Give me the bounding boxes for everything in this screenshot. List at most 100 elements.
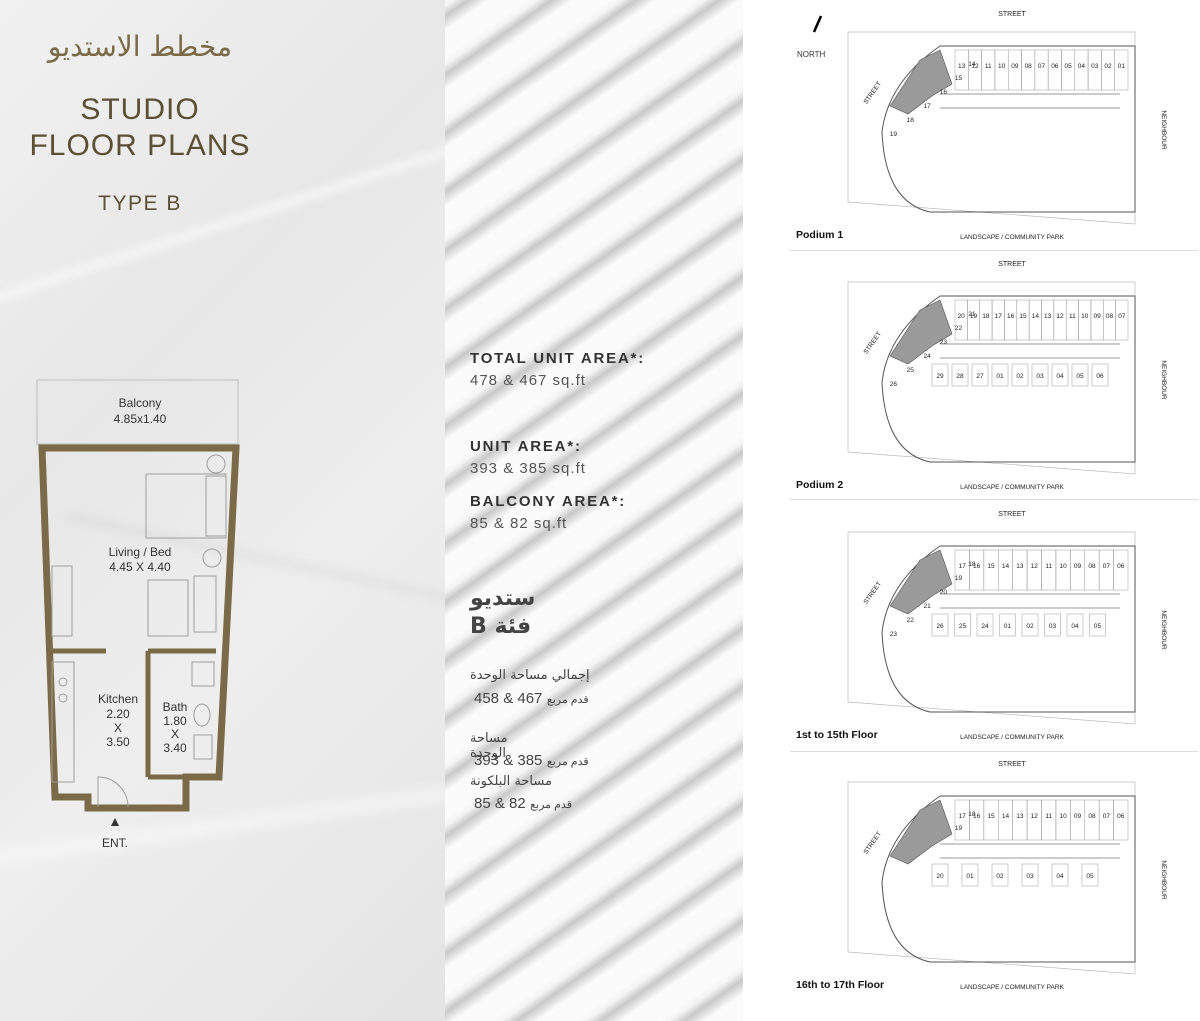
- street-label: STREET: [863, 331, 883, 356]
- unit-number: 10: [1060, 813, 1068, 820]
- unit-cell: [1115, 299, 1129, 341]
- unit-cell: [994, 49, 1009, 91]
- building-outline: [881, 295, 1136, 463]
- unit-number: 03: [1026, 873, 1034, 880]
- table: [147, 579, 189, 637]
- unit-cell: [1098, 799, 1114, 841]
- unit-number: 16: [973, 563, 981, 570]
- unit-cell: [1041, 549, 1057, 591]
- unit-cell: [1044, 613, 1061, 637]
- unit-number: 13: [1016, 813, 1024, 820]
- unit-cell: [1028, 299, 1042, 341]
- unit-number: 19: [890, 131, 898, 138]
- unit-cell: [951, 363, 969, 387]
- unit-number: 13: [1016, 563, 1024, 570]
- park-label: LANDSCAPE / COMMUNITY PARK: [960, 484, 1064, 491]
- unit-number: 01: [966, 873, 974, 880]
- unit-number: 14: [1002, 813, 1010, 820]
- corridor: [940, 843, 1120, 859]
- unit-number: 04: [1056, 873, 1064, 880]
- kitchen-dim-2: 3.50: [106, 735, 130, 749]
- balcony-area-value: 85 & 82 sq.ft: [470, 515, 568, 532]
- unit-number: 11: [1069, 313, 1076, 320]
- unit-number: 22: [907, 617, 915, 624]
- unit-cell: [1047, 49, 1062, 91]
- unit-number: 10: [1060, 563, 1068, 570]
- balcony-dim: 4.85x1.40: [113, 412, 167, 426]
- unit-number: 03: [1049, 623, 1057, 630]
- bath-dim-1: 1.80: [163, 714, 187, 728]
- neighbour-label: NEIGHBOUR: [1160, 110, 1167, 150]
- unit-cell: [969, 549, 985, 591]
- unit-cell: [1089, 613, 1106, 637]
- unit-cell: [1114, 49, 1129, 91]
- unit-cell: [1055, 549, 1071, 591]
- unit-number: 19: [955, 575, 963, 582]
- divider: [790, 751, 1198, 752]
- arabic-unit-area-label: مساحة الوحدة: [470, 731, 508, 761]
- arabic-type: فئة B: [470, 614, 532, 639]
- balcony-outline: [36, 379, 239, 445]
- unit-cell: [981, 49, 996, 91]
- plant: [206, 454, 226, 474]
- site-boundary: [847, 281, 1136, 475]
- unit-cell: [954, 799, 970, 841]
- unit-number: 06: [1117, 563, 1125, 570]
- arabic-balcony-area-row: قدم مربع 82 & 85: [470, 795, 572, 813]
- unit-number: 10: [998, 63, 1006, 70]
- unit-cell: [1070, 549, 1086, 591]
- unit-floor-plan: [36, 379, 240, 826]
- site-boundary: [847, 781, 1136, 975]
- unit-number: 15: [1019, 313, 1027, 320]
- kitchen-x: X: [113, 721, 122, 735]
- street-label: STREET: [998, 261, 1026, 268]
- unit-number: 15: [987, 563, 995, 570]
- sofa: [193, 575, 217, 633]
- unit-cell: [1055, 799, 1071, 841]
- arabic-title: مخطط الاستديو: [47, 30, 233, 63]
- unit-cell: [1051, 863, 1069, 887]
- unit-number: 01: [1004, 623, 1012, 630]
- unit-number: 08: [1088, 813, 1096, 820]
- unit-number: 11: [1045, 563, 1052, 570]
- left-panel: [0, 0, 445, 1021]
- unit-number: 18: [982, 313, 990, 320]
- unit-number: 03: [1036, 373, 1044, 380]
- unit-cell: [983, 799, 999, 841]
- unit-cell: [991, 363, 1009, 387]
- total-unit-area-label: TOTAL UNIT AREA*:: [470, 350, 646, 367]
- unit-number: 07: [1103, 813, 1111, 820]
- unit-number: 18: [968, 811, 976, 818]
- unit-cell: [954, 299, 968, 341]
- neighbour-label: NEIGHBOUR: [1160, 360, 1167, 400]
- bed: [145, 473, 227, 539]
- arabic-unit-area-value: 385 & 393: [474, 752, 543, 769]
- shower: [191, 661, 215, 687]
- unit-walls: [38, 444, 240, 812]
- unit-number: 02: [996, 873, 1004, 880]
- street-label: STREET: [998, 511, 1026, 518]
- unit-number: 14: [1032, 313, 1040, 320]
- floor-title: Podium 1: [796, 229, 843, 241]
- divider: [790, 499, 1198, 500]
- unit-cell: [1113, 549, 1129, 591]
- unit-number: 04: [1071, 623, 1079, 630]
- unit-number: 11: [1045, 813, 1052, 820]
- unit-number: 16: [940, 89, 948, 96]
- unit-cell: [1021, 613, 1039, 637]
- unit-number: 19: [955, 825, 963, 832]
- unit-number: 09: [1093, 313, 1101, 320]
- unit-cell: [1007, 49, 1022, 91]
- kitchen-counter: [51, 661, 75, 783]
- unit-cell: [1081, 863, 1099, 887]
- unit-number: 12: [971, 63, 979, 70]
- unit-number: 02: [1026, 623, 1034, 630]
- unit-cell: [1034, 49, 1049, 91]
- unit-cell: [979, 299, 993, 341]
- unit-number: 05: [1094, 623, 1102, 630]
- unit-number: 06: [1051, 63, 1059, 70]
- unit-number: 07: [1103, 563, 1111, 570]
- title-line-2: FLOOR PLANS: [29, 129, 251, 162]
- unit-number: 12: [1056, 313, 1064, 320]
